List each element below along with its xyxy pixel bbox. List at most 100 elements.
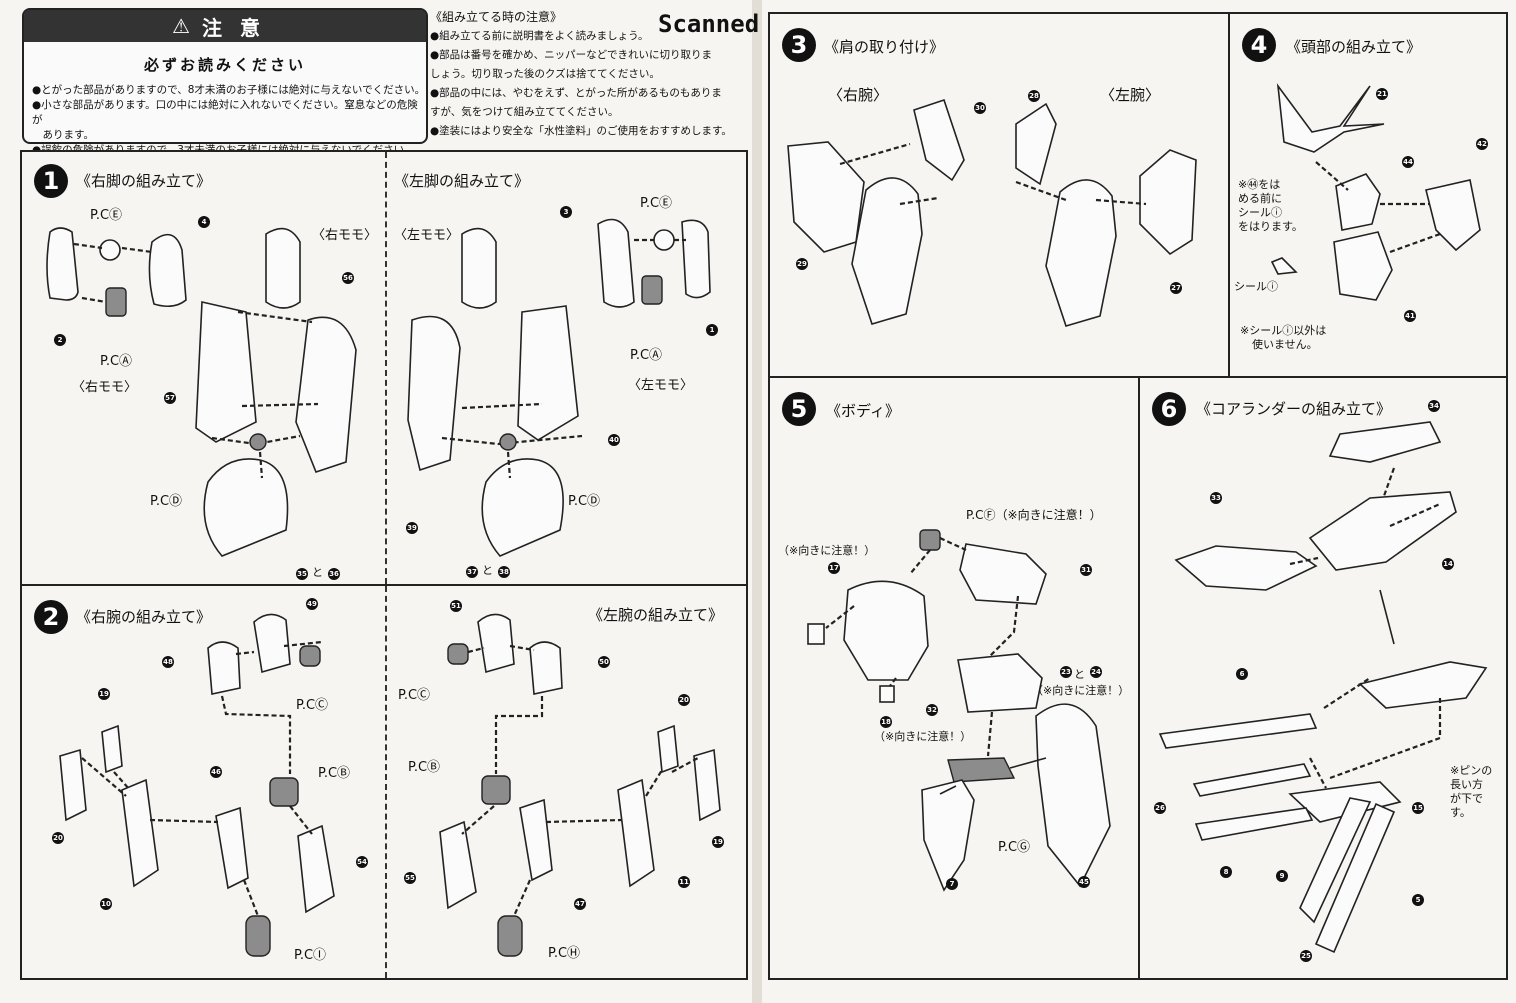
step-2-divider [385, 586, 387, 978]
note-line: める前に [1238, 192, 1282, 205]
arm-diagram-right [59, 613, 335, 957]
step-6-badge: 6 [1152, 392, 1186, 426]
pc-a-label: P.CⒶ [100, 354, 133, 369]
step-6-title: 《コアランダーの組み立て》 [1196, 400, 1392, 418]
pc-h-label: P.CⒽ [548, 946, 581, 961]
assembly-notes-title: 《組み立てる時の注意》 [430, 10, 563, 24]
part-number: 44 [1402, 156, 1414, 168]
left-thigh-label: 〈左モモ〉 [628, 378, 694, 393]
pc-d-label: P.CⒹ [150, 494, 183, 509]
part-number: 32 [926, 704, 938, 716]
step-5-panel: 5 《ボディ》 P.CⒻ（※向きに注意！） （※向きに注意！） （※向きに注意！… [768, 376, 1140, 980]
right-thigh-label: 〈右モモ〉 [72, 380, 138, 395]
left-thigh-label: 〈左モモ〉 [394, 228, 460, 243]
note-line: をはります。 [1238, 220, 1303, 233]
and-label: と [312, 566, 323, 579]
part-number: 21 [1376, 88, 1388, 100]
part-number: 6 [1236, 668, 1248, 680]
step-2-title: 《右腕の組み立て》 [76, 608, 212, 626]
part-number: 25 [1300, 950, 1312, 962]
step-4-title: 《頭部の組み立て》 [1286, 38, 1422, 56]
note-line: 使いません。 [1252, 338, 1318, 351]
unused-note: ※シールⓘ以外は 使いません。 [1240, 324, 1326, 352]
step-2-badge: 2 [34, 600, 68, 634]
left-arm-label: 〈左腕〉 [1100, 86, 1161, 104]
caution-line: あります。 [32, 129, 94, 141]
caution-line: ●小さな部品があります。口の中には絶対に入れないでください。窒息などの危険が [32, 99, 418, 126]
note-line: ※㊹をは [1238, 178, 1281, 191]
step-3-badge: 3 [782, 28, 816, 62]
part-number: 36 [328, 568, 340, 580]
part-number: 14 [1442, 558, 1454, 570]
pc-g-label: P.CⒼ [998, 840, 1031, 855]
part-number: 48 [162, 656, 174, 668]
part-number: 26 [1154, 802, 1166, 814]
pc-d-label: P.CⒹ [568, 494, 601, 509]
note-line: シールⓘ [1238, 206, 1282, 219]
part-number: 2 [54, 334, 66, 346]
part-number: 31 [1080, 564, 1092, 576]
caution-header: ⚠ 注意 [24, 10, 426, 42]
pc-c-label: P.CⒸ [398, 688, 431, 703]
step-1-title-left-leg: 《左脚の組み立て》 [394, 172, 530, 190]
core-lander-diagram [1158, 421, 1488, 954]
note-line: ●部品の中には、やむをえず、とがった所があるものもありま [430, 87, 722, 99]
right-arm-label: 〈右腕〉 [828, 86, 889, 104]
note-line: す。 [1450, 806, 1471, 819]
part-number: 10 [100, 898, 112, 910]
part-number: 40 [608, 434, 620, 446]
note-line: ※ピンの [1450, 764, 1493, 777]
part-number: 50 [598, 656, 610, 668]
pin-note: ※ピンの 長い方 が下で す。 [1450, 764, 1492, 820]
part-number: 39 [406, 522, 418, 534]
step-4-panel: 4 《頭部の組み立て》 21 44 42 41 ※㊹をは める前に シールⓘ を… [1228, 12, 1508, 378]
caution-subtitle: 必ずお読みください [143, 56, 306, 74]
pc-e-label: P.CⒺ [90, 208, 123, 223]
leg-diagram-right [46, 227, 357, 557]
part-number: 9 [1276, 870, 1288, 882]
direction-caution: （※向きに注意！） [778, 544, 876, 557]
sticker-note: ※㊹をは める前に シールⓘ をはります。 [1238, 178, 1303, 234]
right-thigh-label: 〈右モモ〉 [312, 228, 378, 243]
pc-f-label: P.CⒻ（※向きに注意！） [966, 508, 1102, 522]
part-number: 15 [1412, 802, 1424, 814]
step-4-badge: 4 [1242, 28, 1276, 62]
caution-box: ⚠ 注意 必ずお読みください ●とがった部品がありますので、8才未満のお子様には… [22, 8, 428, 156]
and-label: と [482, 564, 493, 577]
part-number: 20 [678, 694, 690, 706]
caution-line: ●とがった部品がありますので、8才未満のお子様には絶対に与えないでください。 [32, 84, 426, 96]
direction-caution: （※向きに注意！） [874, 730, 972, 743]
step-5-badge: 5 [782, 392, 816, 426]
note-line: ●部品は番号を確かめ、ニッパーなどできれいに切り取りま [430, 49, 712, 61]
note-line: が下で [1450, 792, 1483, 805]
step-5-title: 《ボディ》 [826, 402, 900, 420]
part-number: 28 [1028, 90, 1040, 102]
assembly-notes: 《組み立てる時の注意》 ●組み立てる前に説明書をよく読みましょう。 ●部品は番号… [430, 8, 740, 141]
part-number: 35 [296, 568, 308, 580]
part-number: 33 [1210, 492, 1222, 504]
direction-caution: （※向きに注意！） [1032, 684, 1130, 697]
warning-icon: ⚠ [172, 14, 190, 38]
part-number: 29 [796, 258, 808, 270]
step-1-panel: 1 《右脚の組み立て》 《左脚の組み立て》 P.CⒺ P [20, 150, 748, 586]
page-gutter [752, 0, 762, 1003]
part-number: 1 [706, 324, 718, 336]
part-number: 20 [52, 832, 64, 844]
pc-a-label: P.CⒶ [630, 348, 663, 363]
part-number: 54 [356, 856, 368, 868]
part-number: 11 [678, 876, 690, 888]
pc-i-label: P.CⒾ [294, 948, 327, 963]
part-number: 34 [1428, 400, 1440, 412]
part-number: 37 [466, 566, 478, 578]
and-label: と [1074, 668, 1085, 681]
shoulder-diagram [787, 98, 1197, 327]
part-number: 19 [712, 836, 724, 848]
step-1-divider [385, 152, 387, 584]
pc-b-label: P.CⒷ [318, 766, 351, 781]
note-line: しょう。切り取った後のクズは捨ててください。 [430, 68, 660, 80]
part-number: 30 [974, 102, 986, 114]
part-number: 5 [1412, 894, 1424, 906]
note-line: ●組み立てる前に説明書をよく読みましょう。 [430, 30, 649, 42]
step-1-badge: 1 [34, 164, 68, 198]
part-number: 7 [946, 878, 958, 890]
